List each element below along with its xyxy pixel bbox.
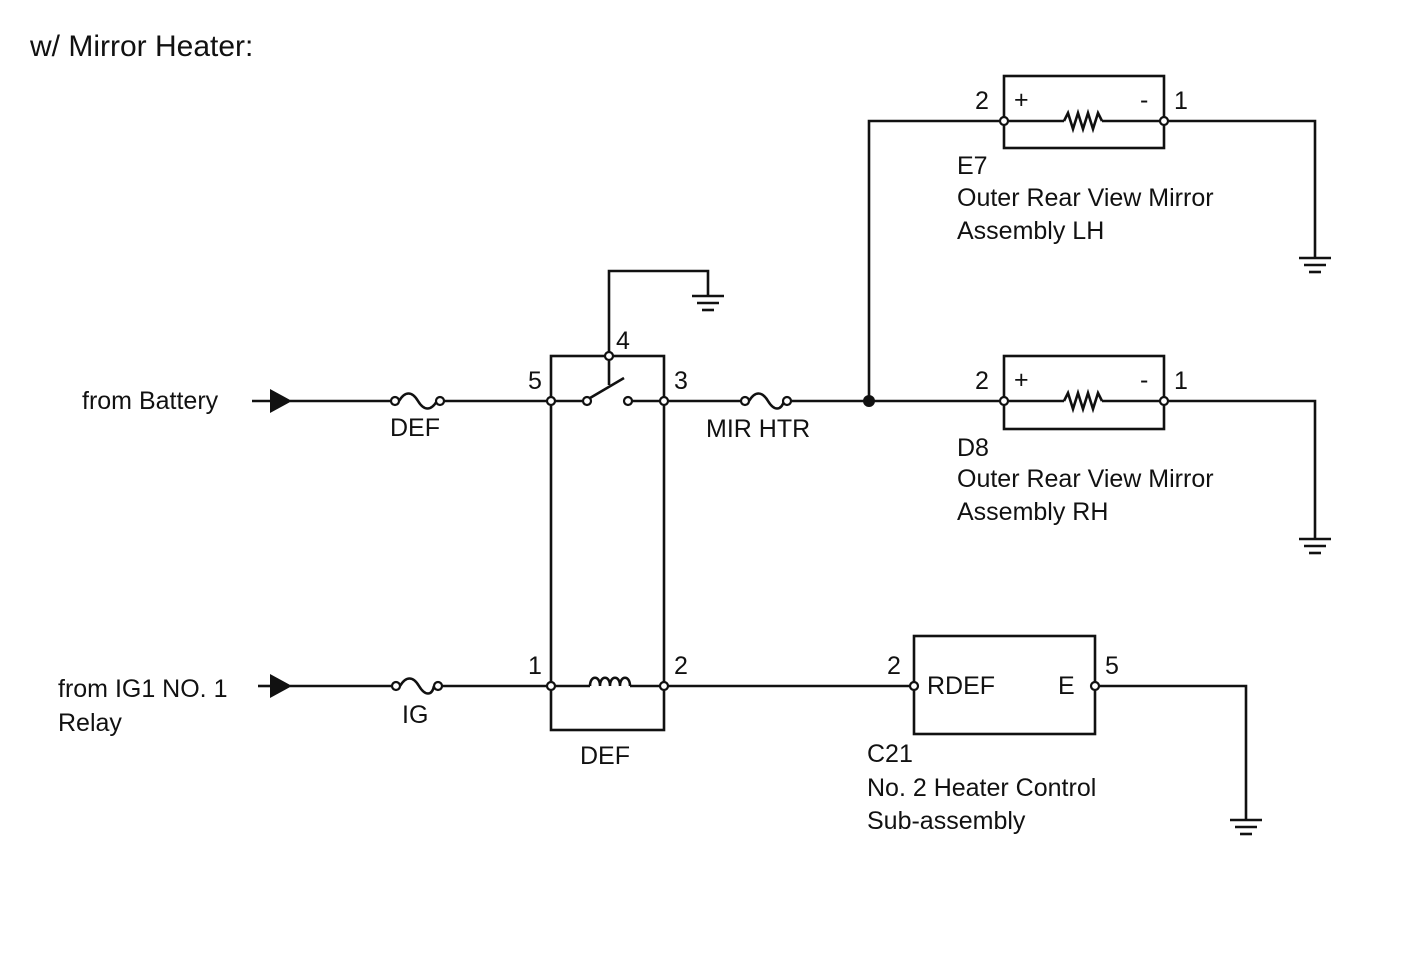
mirror-lh-name-line2: Assembly LH <box>957 217 1104 245</box>
relay-label: DEF <box>580 742 630 770</box>
relay-pin2-label: 2 <box>674 652 688 680</box>
mirror-rh-pin2-label: 2 <box>975 367 989 395</box>
ig-fuse-label: IG <box>402 701 428 729</box>
ig-fuse-terminal-right <box>432 680 444 692</box>
diagram-title: w/ Mirror Heater: <box>29 30 253 63</box>
mirror-lh-name-line1: Outer Rear View Mirror <box>957 184 1214 212</box>
mirror-rh-component <box>998 354 1170 431</box>
mirror-rh-pin1-terminal <box>1158 395 1170 407</box>
mirror-lh-pin1-terminal <box>1158 115 1170 127</box>
mirror-rh-heater-resistor-icon <box>1062 388 1104 414</box>
def-fuse-terminal-right <box>434 395 446 407</box>
relay-pin3-label: 3 <box>674 367 688 395</box>
heater-control-pin2-label: 2 <box>887 652 901 680</box>
relay-ground-wire <box>607 269 710 352</box>
mir-htr-fuse <box>739 392 793 410</box>
relay-pin5-terminal <box>545 395 557 407</box>
heater-control-pin5-label: 5 <box>1105 652 1119 680</box>
mirror-rh-code: D8 <box>957 434 989 462</box>
heater-control-pin2-terminal <box>908 680 920 692</box>
ig-fuse-element <box>398 677 436 695</box>
mirror-lh-plus-sign: + <box>1014 86 1029 114</box>
relay-switch-blade <box>589 376 625 400</box>
heater-control-ground-icon <box>1230 818 1262 836</box>
def-relay-box <box>549 354 666 732</box>
mir-htr-fuse-label: MIR HTR <box>706 415 810 443</box>
relay-pin5-label: 5 <box>528 367 542 395</box>
heater-control-name-line2: Sub-assembly <box>867 807 1026 835</box>
mirror-lh-heater-resistor-icon <box>1062 108 1104 134</box>
mirror-lh-ground-icon <box>1299 256 1331 274</box>
def-fuse-terminal-left <box>389 395 401 407</box>
relay-ground-icon <box>692 294 724 312</box>
mirror-rh-minus-sign: - <box>1140 366 1148 394</box>
relay-pin1-label: 1 <box>528 652 542 680</box>
mirror-rh-name-line2: Assembly RH <box>957 498 1108 526</box>
relay-switch-contact-left <box>581 395 593 407</box>
mirror-rh-plus-sign: + <box>1014 366 1029 394</box>
heater-control-rdef-terminal: RDEF <box>927 672 995 700</box>
relay-pin4-label: 4 <box>616 327 630 355</box>
relay-pin1-terminal <box>545 680 557 692</box>
heater-control-e-terminal: E <box>1058 672 1075 700</box>
mirror-rh-pin2-terminal <box>998 395 1010 407</box>
relay-pin4-terminal <box>603 350 615 362</box>
def-fuse-element <box>397 392 439 410</box>
mirror-lh-pin2-terminal <box>998 115 1010 127</box>
mir-htr-fuse-terminal-right <box>781 395 793 407</box>
relay-switch-contact-right <box>622 395 634 407</box>
mirror-lh-box <box>1002 74 1166 150</box>
ig-fuse <box>390 677 444 695</box>
mirror-rh-ground-wire <box>1168 399 1317 539</box>
from-ig1-label-line1: from IG1 NO. 1 <box>58 675 227 703</box>
splice-to-lh-wire <box>867 119 999 401</box>
relay-pin3-terminal <box>658 395 670 407</box>
heater-control-component <box>908 634 1101 736</box>
mir-htr-fuse-element <box>747 392 786 410</box>
heater-control-pin5-terminal <box>1089 680 1101 692</box>
ig-fuse-terminal-left <box>390 680 402 692</box>
heater-control-name-line1: No. 2 Heater Control <box>867 774 1096 802</box>
mirror-lh-minus-sign: - <box>1140 86 1148 114</box>
mirror-lh-ground-wire <box>1168 119 1317 258</box>
mirror-lh-pin1-label: 1 <box>1174 87 1188 115</box>
mir-htr-fuse-terminal-left <box>739 395 751 407</box>
battery-arrow-icon <box>270 389 292 413</box>
from-ig1-label-line2: Relay <box>58 709 122 737</box>
mirror-rh-box <box>1002 354 1166 431</box>
mirror-rh-pin1-label: 1 <box>1174 367 1188 395</box>
mirror-rh-name-line1: Outer Rear View Mirror <box>957 465 1214 493</box>
def-fuse <box>389 392 446 410</box>
def-relay <box>545 350 670 732</box>
relay-coil-icon <box>588 676 632 687</box>
heater-control-ground-wire <box>1099 684 1248 820</box>
relay-pin2-terminal <box>658 680 670 692</box>
def-fuse-label: DEF <box>390 414 440 442</box>
mirror-lh-code: E7 <box>957 152 988 180</box>
from-battery-label: from Battery <box>82 387 219 415</box>
heater-control-code: C21 <box>867 740 913 768</box>
mirror-lh-pin2-label: 2 <box>975 87 989 115</box>
ig1-arrow-icon <box>270 674 292 698</box>
mirror-rh-ground-icon <box>1299 537 1331 555</box>
